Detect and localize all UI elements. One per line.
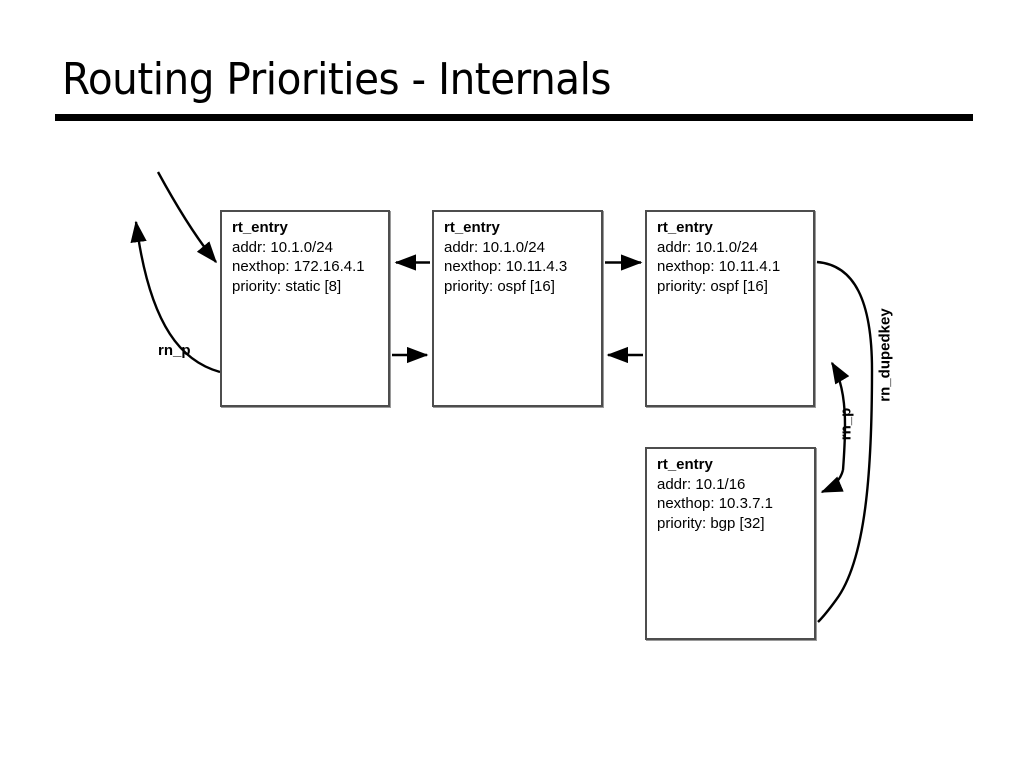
rt-entry-node-4-text: rt_entry addr: 10.1/16 nexthop: 10.3.7.1… <box>657 455 810 533</box>
edge-label-rn-dupedkey: rn_dupedkey <box>876 308 894 402</box>
field-addr: addr: 10.1.0/24 <box>232 238 333 256</box>
field-priority: priority: bgp [32] <box>657 514 765 532</box>
field-nexthop: nexthop: 10.3.7.1 <box>657 495 773 512</box>
field-priority: priority: ospf [16] <box>444 277 555 295</box>
field-priority: priority: static [8] <box>232 277 342 295</box>
rt-entry-node-3-text: rt_entry addr: 10.1.0/24 nexthop: 10.11.… <box>657 218 809 296</box>
field-priority: priority: ospf [16] <box>657 277 768 295</box>
field-addr: addr: 10.1.0/24 <box>657 238 758 256</box>
rt-entry-node-1-text: rt_entry addr: 10.1.0/24 nexthop: 172.16… <box>232 218 384 296</box>
rn-dupedkey-curve <box>816 260 874 623</box>
rn-p-into-box4-arrow <box>820 469 845 494</box>
rt-entry-node-3[interactable]: rt_entry addr: 10.1.0/24 nexthop: 10.11.… <box>645 210 815 407</box>
field-addr: addr: 10.1.0/24 <box>444 238 545 256</box>
incoming-pointer-arrow <box>156 171 217 264</box>
edge-label-rn-p-right: rn_p <box>837 407 855 441</box>
field-addr: addr: 10.1/16 <box>657 475 746 493</box>
page-title: Routing Priorities - Internals <box>62 54 612 105</box>
title-divider <box>55 114 973 121</box>
field-nexthop: nexthop: 10.11.4.1 <box>657 258 781 275</box>
struct-name: rt_entry <box>444 219 500 236</box>
struct-name: rt_entry <box>232 219 288 236</box>
struct-name: rt_entry <box>657 456 713 473</box>
rt-entry-node-1[interactable]: rt_entry addr: 10.1.0/24 nexthop: 172.16… <box>220 210 390 407</box>
rt-entry-node-4[interactable]: rt_entry addr: 10.1/16 nexthop: 10.3.7.1… <box>645 447 816 640</box>
rt-entry-node-2[interactable]: rt_entry addr: 10.1.0/24 nexthop: 10.11.… <box>432 210 603 407</box>
field-nexthop: nexthop: 172.16.4.1 <box>232 258 365 275</box>
edge-label-rn-p-left: rn_p <box>158 342 191 359</box>
rt-entry-node-2-text: rt_entry addr: 10.1.0/24 nexthop: 10.11.… <box>444 218 597 296</box>
struct-name: rt_entry <box>657 219 713 236</box>
field-nexthop: nexthop: 10.11.4.3 <box>444 258 568 275</box>
